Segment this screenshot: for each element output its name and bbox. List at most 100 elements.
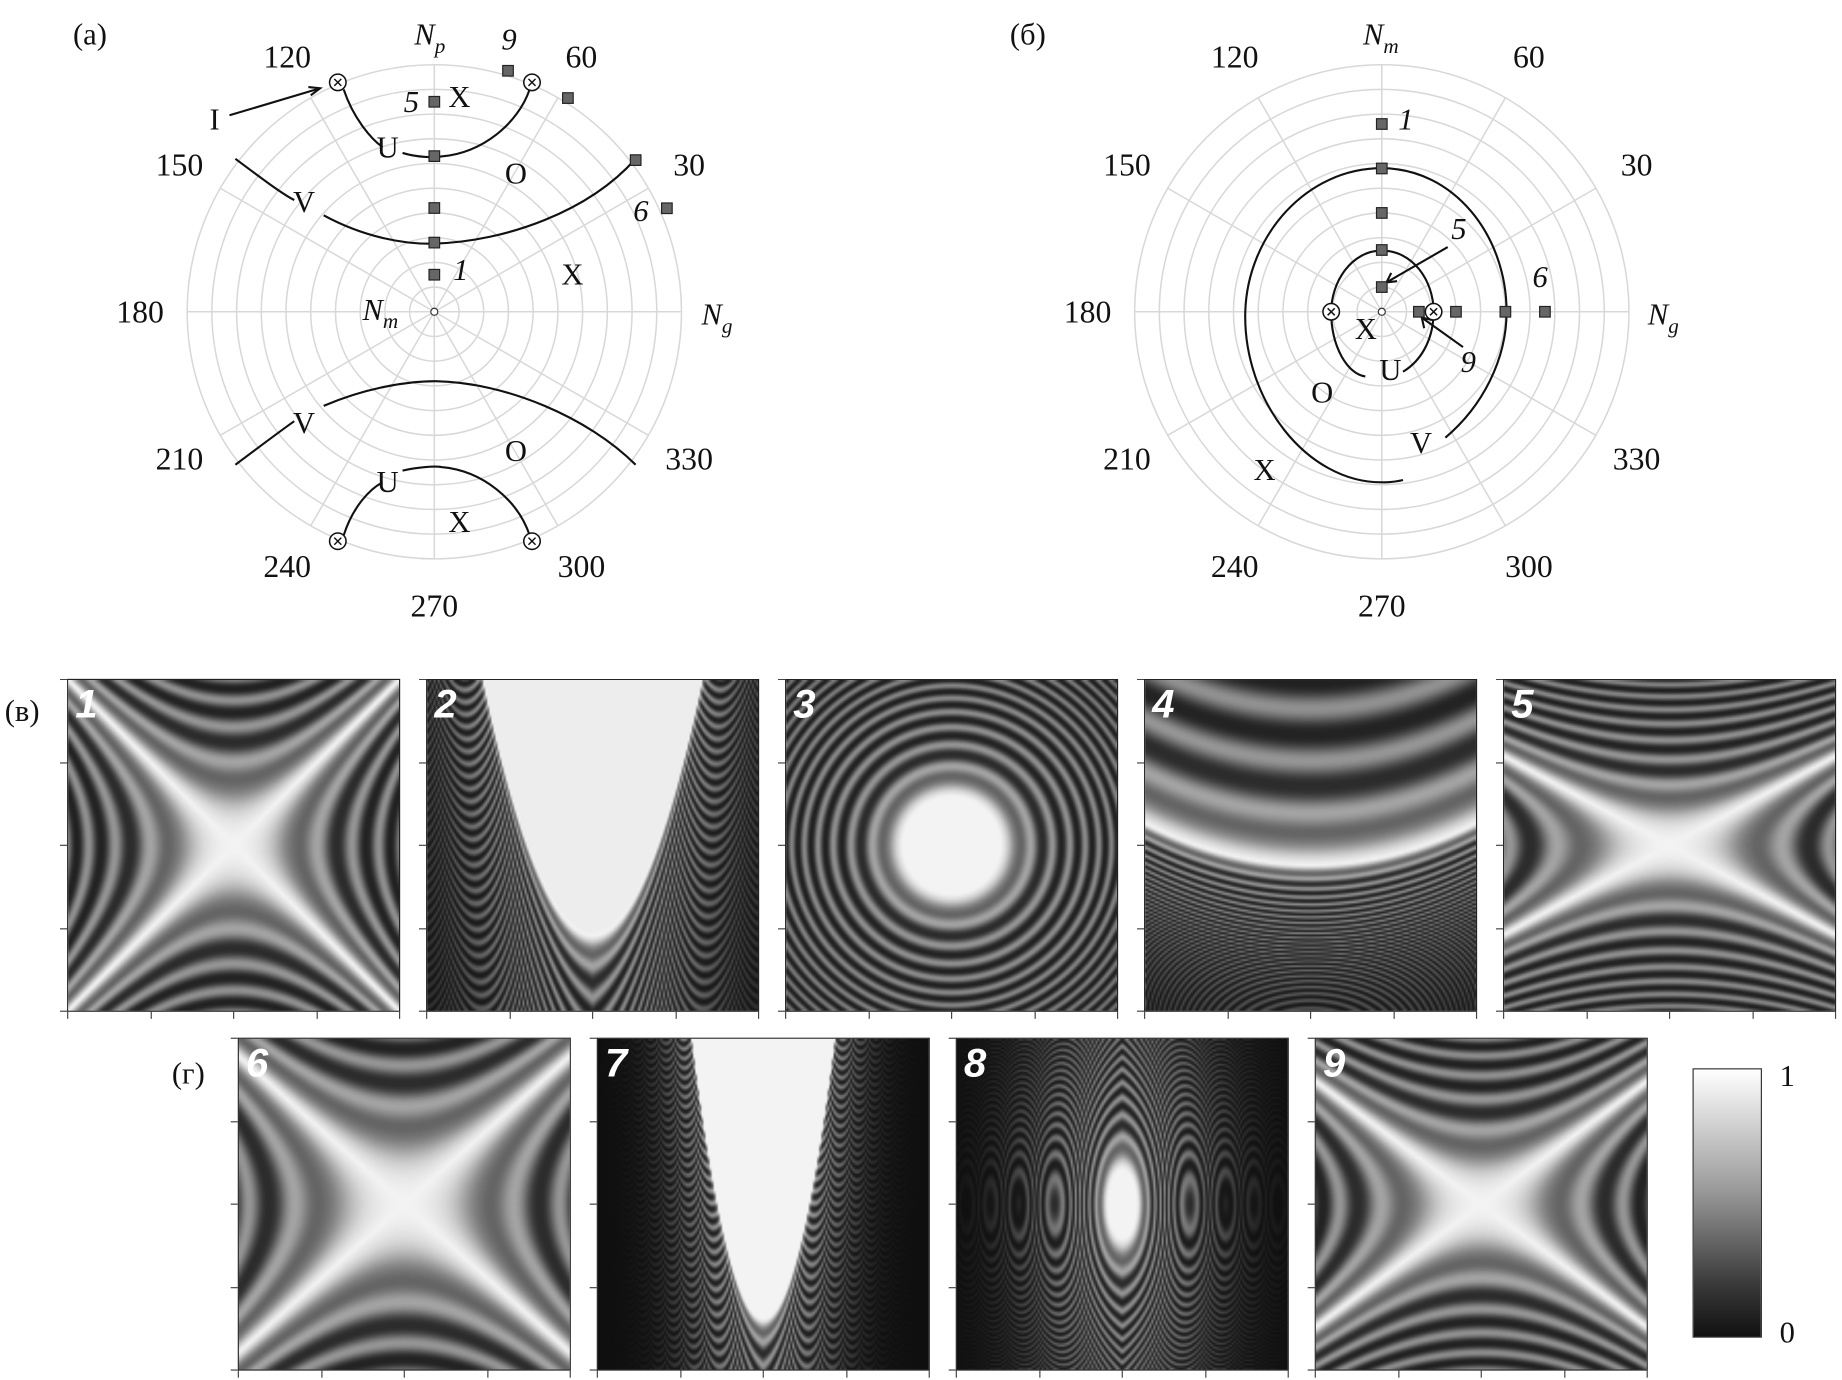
axis-tick <box>757 1011 760 1019</box>
axis-tick <box>1227 1011 1229 1019</box>
panel-number: 7 <box>604 1041 628 1086</box>
axis-label-ng-a: Ng <box>700 298 732 338</box>
panel-number: 4 <box>1152 682 1175 728</box>
data-point <box>629 154 642 166</box>
singular-x-a <box>333 78 537 546</box>
axis-tick <box>1287 1370 1289 1378</box>
panel-number: 2 <box>434 682 457 728</box>
axis-tick <box>589 1286 597 1288</box>
angle-tick-label: 150 <box>156 147 204 182</box>
axis-tick <box>320 1370 322 1378</box>
axis-tick <box>1307 1286 1315 1288</box>
colorbar-max-label: 1 <box>1779 1058 1795 1093</box>
angle-tick-label: 240 <box>263 549 311 584</box>
grid-spoke <box>219 187 435 313</box>
axis-tick <box>230 1369 238 1371</box>
axis-tick <box>1397 1370 1399 1378</box>
axis-tick <box>60 844 68 846</box>
data-point <box>1375 118 1388 130</box>
axis-tick <box>596 1370 598 1378</box>
point-label: 1 <box>453 253 468 287</box>
angle-tick-label: 240 <box>1211 549 1259 584</box>
axis-tick <box>486 1370 488 1378</box>
data-point <box>428 150 441 163</box>
axis-tick <box>67 1011 69 1019</box>
region-u: U <box>377 131 399 165</box>
curve-u-top <box>342 89 531 159</box>
axis-tick <box>316 1011 318 1019</box>
axis-tick <box>1668 1011 1671 1019</box>
origin-b <box>1377 307 1386 316</box>
row-label-g: (г) <box>171 1056 205 1091</box>
angle-tick-label: 210 <box>156 441 204 476</box>
curve-v-bottom <box>234 380 637 466</box>
region-x: X <box>448 80 470 114</box>
region-v: V <box>293 185 315 219</box>
region-o: O <box>505 157 527 191</box>
axis-tick <box>1751 1011 1754 1019</box>
axis-tick <box>230 1286 238 1288</box>
axis-tick <box>589 1120 597 1122</box>
intensity-panel-6: 6 <box>237 1037 571 1371</box>
axis-tick <box>1495 1010 1504 1012</box>
region-x: X <box>448 505 470 539</box>
axis-tick <box>1563 1370 1565 1378</box>
axis-tick <box>1495 761 1504 763</box>
panel-number: 3 <box>793 682 816 728</box>
intensity-map <box>1145 680 1476 1011</box>
axis-tick <box>868 1011 870 1019</box>
axis-tick <box>60 927 68 929</box>
data-point <box>1375 281 1388 293</box>
axis-tick <box>1136 761 1145 763</box>
axis-tick <box>948 1037 956 1039</box>
intensity-panel-9: 9 <box>1314 1037 1648 1371</box>
intensity-panel-7: 7 <box>596 1037 930 1371</box>
point-label: 5 <box>1451 212 1466 246</box>
angle-tick-label: 210 <box>1103 441 1151 476</box>
data-point <box>1539 305 1551 318</box>
axis-tick <box>928 1370 930 1378</box>
colorbar-min-label: 0 <box>1779 1315 1795 1350</box>
angle-tick-label: 120 <box>1211 40 1259 75</box>
axis-tick <box>1116 1011 1119 1019</box>
intensity-map <box>68 680 400 1011</box>
axis-tick <box>948 1369 956 1371</box>
axis-tick <box>1586 1011 1588 1019</box>
grid-spoke <box>433 311 559 527</box>
axis-tick <box>948 1120 956 1122</box>
grid-spoke <box>219 311 435 436</box>
axis-tick <box>230 1120 238 1122</box>
axis-tick <box>948 1203 956 1205</box>
axis-tick <box>1307 1203 1315 1205</box>
axis-tick <box>1204 1370 1206 1378</box>
grid-spoke <box>433 187 649 313</box>
panel-number: 1 <box>75 682 98 728</box>
grid-spoke <box>1257 97 1383 313</box>
axis-tick <box>592 1011 594 1019</box>
axis-tick <box>948 1286 956 1288</box>
angle-tick-label: 60 <box>1513 40 1545 75</box>
curve-v-top <box>234 157 637 245</box>
axis-tick <box>1121 1370 1123 1378</box>
axis-tick <box>675 1011 677 1019</box>
region-o: O <box>505 434 527 468</box>
axis-tick <box>762 1370 764 1378</box>
data-point <box>1499 305 1512 318</box>
grid-spoke <box>1257 311 1383 527</box>
angle-tick-label: 300 <box>558 549 606 584</box>
axis-tick <box>60 761 68 763</box>
region-u: U <box>377 465 399 499</box>
intensity-map <box>1315 1038 1647 1370</box>
curve-outer <box>1244 167 1508 484</box>
angle-tick-label: 180 <box>116 294 164 329</box>
axis-tick <box>419 1010 427 1012</box>
intensity-panel-4: 4 <box>1144 678 1478 1012</box>
axis-tick <box>845 1370 847 1378</box>
singular-markers-a <box>328 73 542 551</box>
